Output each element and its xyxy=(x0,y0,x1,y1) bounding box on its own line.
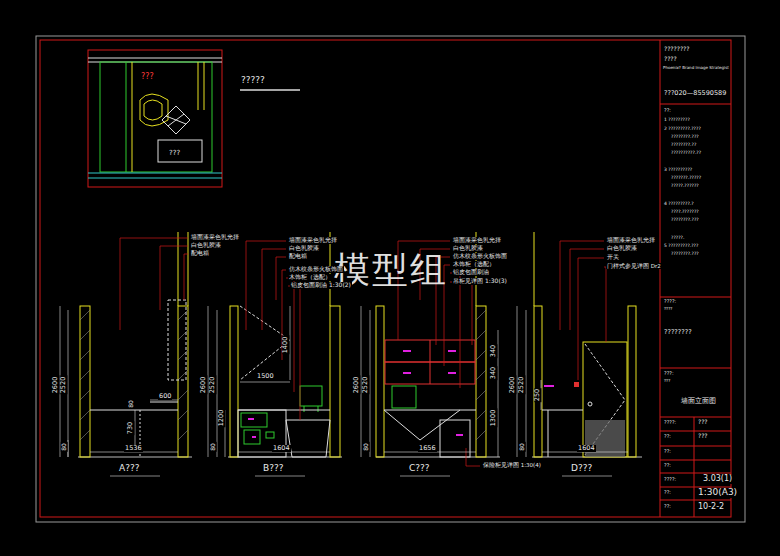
title-block-text: ???????? xyxy=(663,329,693,336)
callout-text: 保险柜见详图 1:30(4) xyxy=(482,462,542,468)
dimension: 2520 xyxy=(518,376,525,395)
title-block-text: ??? xyxy=(697,433,709,440)
dimension: 2520 xyxy=(209,376,216,395)
view-label: C??? xyxy=(408,464,431,474)
note-text: ?????.?????? xyxy=(670,184,700,189)
note-text: 3 ?????????? xyxy=(663,168,693,173)
callout-text: 配电箱 xyxy=(190,250,210,257)
note-text: 2 ?????????.???? xyxy=(663,127,702,132)
dimension: 1200 xyxy=(218,409,225,428)
note-text: ????.??????? xyxy=(670,210,700,215)
callout-text: 仿木纹条形火板饰面 xyxy=(288,266,344,273)
sheet-number: 3.03(1) xyxy=(702,475,733,484)
callout-text: 白色乳胶漆 xyxy=(606,245,638,252)
dimension: 80 xyxy=(210,442,217,452)
callout-text: 木饰柜（选配） xyxy=(452,261,496,268)
dimension: 1500 xyxy=(256,373,275,380)
title-block-text: ???? xyxy=(663,307,674,311)
callout-text: 墙面漆采色乳光择 xyxy=(288,237,338,244)
title-block-text: ????: xyxy=(663,299,677,305)
dimension: 730 xyxy=(127,421,134,435)
dimension: 1300 xyxy=(490,409,497,428)
room-name: ??? xyxy=(140,73,155,82)
title-block-text: ???? xyxy=(663,56,678,63)
view-label: B??? xyxy=(262,464,285,474)
note-text: ????????.??? xyxy=(670,218,700,223)
title-block-text: ????: xyxy=(663,420,677,426)
dimension: 250 xyxy=(534,388,541,402)
title-block-text: ??: xyxy=(663,108,672,114)
view-label: A??? xyxy=(118,464,141,474)
title-block-text: ??: xyxy=(663,463,672,469)
dimension: 600 xyxy=(158,393,172,400)
note-text: 5 ?????????.??? xyxy=(663,244,699,249)
note-text: 4 ?????????.? xyxy=(663,202,695,207)
note-text: ????????.?? xyxy=(670,143,697,148)
note-text: 1 ????????? xyxy=(663,118,691,123)
title-block-text: ????: xyxy=(663,477,677,483)
title-block-text: ??: xyxy=(663,449,672,455)
callout-text: 铝皮包面刷油 1:30(2) xyxy=(290,282,352,289)
note-text: ???????.????? xyxy=(670,176,702,181)
note-text: ????????.??? xyxy=(670,135,700,140)
dimension: 80 xyxy=(61,442,68,452)
dimension: 80 xyxy=(519,442,526,452)
callout-text: 白色乳胶漆 xyxy=(288,245,320,252)
dimension: 80 xyxy=(128,399,135,409)
dimension: 1604 xyxy=(577,445,596,452)
dimension: 2600 xyxy=(509,376,516,395)
dimension: 340 xyxy=(490,344,497,358)
title-block-text: Phoenix? Brand Image Strategist xyxy=(662,66,730,70)
view-label: D??? xyxy=(570,464,593,474)
callout-text: 配电箱 xyxy=(288,253,308,260)
drawing-title: ????? xyxy=(240,76,266,86)
callout-text: 墙面漆采色乳光择 xyxy=(190,234,240,241)
sheet-name: 墙面立面图 xyxy=(680,398,717,406)
callout-text: 白色乳胶漆 xyxy=(452,245,484,252)
dimension: 1656 xyxy=(418,445,437,452)
callout-text: 白色乳胶漆 xyxy=(190,242,222,249)
callout-text: 木饰柜（选配） xyxy=(288,274,332,281)
title-block-text: ??: xyxy=(663,504,672,510)
scale-text: 1:30(A3) xyxy=(697,488,738,498)
dimension: 340 xyxy=(490,366,497,380)
title-block-text: ???????? xyxy=(663,46,690,53)
callout-text: 仿木纹条形火板饰面 xyxy=(452,253,508,260)
title-block-text: ??? xyxy=(663,379,671,383)
dimension: 2600 xyxy=(200,376,207,395)
callout-text: 吊柜见详图 1:30(3) xyxy=(452,278,508,285)
callout-text: 铝皮包面刷油 xyxy=(452,269,490,276)
callout-text: 墙面漆采色乳光择 xyxy=(606,237,656,244)
dimension: 2520 xyxy=(60,376,67,395)
dimension: 1400 xyxy=(282,336,289,355)
note-text: ?????. xyxy=(670,236,685,241)
dimension: 80 xyxy=(363,442,370,452)
callout-text: 开关 xyxy=(606,254,620,261)
title-block-text: ??: xyxy=(663,490,672,496)
callout-text: 墙面漆采色乳光择 xyxy=(452,237,502,244)
title-block-text: ???: xyxy=(663,371,675,377)
callout-text: 门样式参见详图 Dr2 xyxy=(606,263,662,269)
title-block-text: ???020—85590589 xyxy=(663,90,727,97)
dimension: 1604 xyxy=(272,445,291,452)
title-block-text: ??? xyxy=(697,419,709,426)
room-name: ??? xyxy=(168,150,181,158)
dimension: 2520 xyxy=(362,376,369,395)
dimension: 2600 xyxy=(52,376,59,395)
note-text: ??????????.?? xyxy=(670,151,702,156)
dimension: 1536 xyxy=(124,445,143,452)
dimension: 2600 xyxy=(353,376,360,395)
date-text: 10-2-2 xyxy=(697,503,725,512)
note-text: ????????.??? xyxy=(670,252,700,257)
title-block-text: ??: xyxy=(663,434,672,440)
